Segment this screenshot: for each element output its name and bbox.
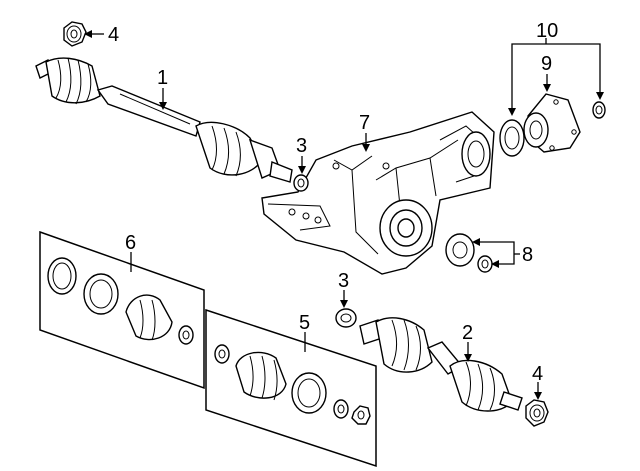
seal-ring-10b[interactable] xyxy=(592,101,606,119)
boot-kit-6[interactable] xyxy=(39,230,205,390)
arrow-4-upper xyxy=(84,30,92,38)
callout-7: 7 xyxy=(359,112,370,134)
seal-upper[interactable] xyxy=(293,174,309,192)
arrow-1 xyxy=(159,102,167,110)
differential-housing[interactable] xyxy=(261,111,495,275)
seal-lower[interactable] xyxy=(335,308,357,328)
arrow-10a xyxy=(508,108,516,116)
bracket-8 xyxy=(478,241,515,265)
arrow-3-upper xyxy=(298,166,306,174)
arrow-9 xyxy=(543,84,551,92)
callout-2: 2 xyxy=(462,322,473,344)
seal-ring-10a[interactable] xyxy=(499,119,525,157)
axle-shaft-lower[interactable] xyxy=(359,317,523,412)
callout-1: 1 xyxy=(157,67,168,89)
callout-8: 8 xyxy=(522,244,533,266)
arrow-7 xyxy=(362,144,370,152)
nut-upper[interactable] xyxy=(63,21,87,47)
bracket-10 xyxy=(511,43,601,108)
arrow-10b xyxy=(596,92,604,100)
callout-9: 9 xyxy=(541,53,552,75)
axle-shaft-upper[interactable] xyxy=(35,57,293,183)
callout-5: 5 xyxy=(299,312,310,334)
seal-kit-8[interactable] xyxy=(445,233,493,273)
flange-9[interactable] xyxy=(523,93,581,153)
arrow-8b xyxy=(491,260,499,268)
arrow-3-lower xyxy=(340,300,348,308)
callout-6: 6 xyxy=(125,232,136,254)
arrow-4-lower xyxy=(534,392,542,400)
nut-lower[interactable] xyxy=(525,399,549,427)
arrow-8a xyxy=(472,238,480,246)
boot-kit-5[interactable] xyxy=(205,308,377,468)
callout-4-lower: 4 xyxy=(532,363,543,385)
arrow-2 xyxy=(464,354,472,362)
callout-3-upper: 3 xyxy=(296,135,307,157)
callout-4-upper: 4 xyxy=(108,24,119,46)
callout-3-lower: 3 xyxy=(338,270,349,292)
callout-10: 10 xyxy=(536,20,558,42)
